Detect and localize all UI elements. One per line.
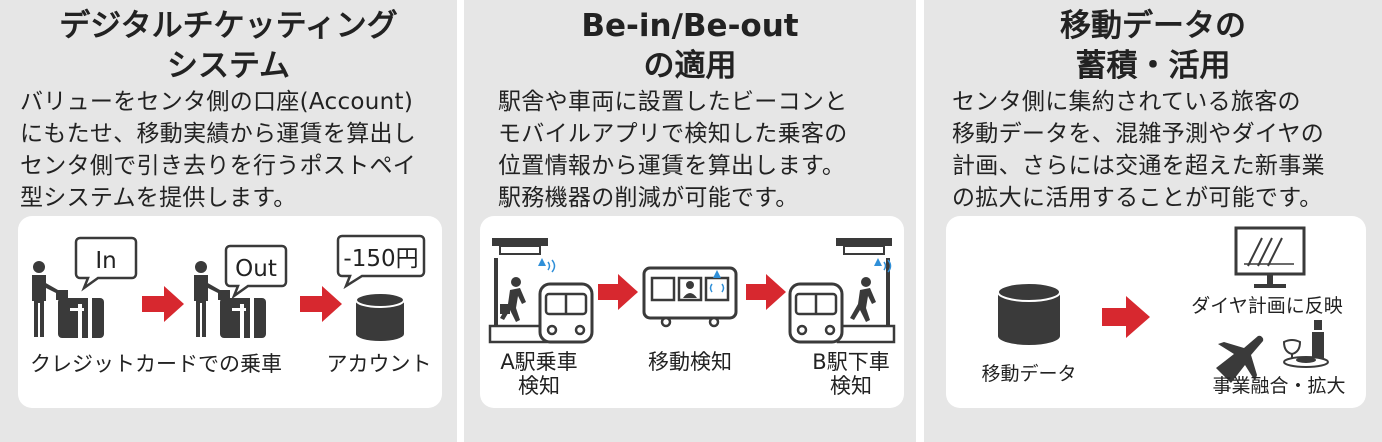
- panel-description: バリューをセンタ側の口座(Account) にもたせ、移動実績から運賃を算出し …: [20, 89, 417, 211]
- label-station-b-alighting: B駅下車 検知: [796, 350, 906, 398]
- station-boarding-icon: [488, 238, 594, 344]
- arrow-right-icon: [1102, 296, 1150, 338]
- arrow-right-icon: [746, 274, 786, 310]
- speech-bubble-in: [74, 236, 138, 292]
- panel-title-line1: Be-in/Be-out: [581, 8, 799, 44]
- panel-description: 駅舎や車両に設置したビーコンと モバイルアプリで検知した乗客の 位置情報から運賃…: [498, 89, 848, 211]
- label-movement-detection: 移動検知: [648, 350, 732, 374]
- passenger-at-gate-icon: [32, 261, 104, 338]
- speech-bubble-out: [224, 244, 288, 300]
- panel-be-in-be-out: Be-in/Be-out の適用 駅舎や車両に設置したビーコンと モバイルアプリ…: [464, 0, 916, 442]
- panel-movement-data: 移動データの 蓄積・活用 センタ側に集約されている旅客の 移動データを、混雑予測…: [924, 0, 1382, 442]
- airplane-icon: [1216, 335, 1264, 383]
- label-line2: 検知: [830, 374, 872, 398]
- label-line1: A駅乗車: [500, 350, 578, 374]
- panel-title-line2: システム: [166, 48, 291, 84]
- panel-title: デジタルチケッティング システム: [0, 6, 457, 86]
- station-alighting-icon: [788, 238, 896, 344]
- wine-dining-icon: [1282, 320, 1329, 368]
- label-credit-card-boarding: クレジットカードでの乗車: [30, 352, 282, 376]
- arrow-right-icon: [598, 274, 638, 310]
- label-line2: 検知: [518, 374, 560, 398]
- label-business-expansion: 事業融合・拡大: [1212, 375, 1346, 397]
- arrow-right-icon: [142, 286, 184, 322]
- arrow-right-icon: [300, 286, 342, 322]
- database-icon: [997, 282, 1061, 345]
- database-icon: [355, 292, 405, 341]
- panel-title-line2: の適用: [643, 48, 737, 84]
- panel-title-line1: デジタルチケッティング: [59, 8, 398, 44]
- panel-digital-ticketing: デジタルチケッティング システム バリューをセンタ側の口座(Account) に…: [0, 0, 457, 442]
- bubble-out-text: Out: [235, 256, 277, 282]
- label-timetable-planning: ダイヤ計画に反映: [1191, 295, 1343, 317]
- label-line1: B駅下車: [812, 350, 890, 374]
- label-account: アカウント: [326, 352, 432, 376]
- label-station-a-boarding: A駅乗車 検知: [484, 350, 594, 398]
- panel-title-line1: 移動データの: [1060, 8, 1246, 44]
- panel-title-line2: 蓄積・活用: [1075, 48, 1231, 84]
- bubble-amount-text: -150円: [343, 246, 419, 272]
- panel-description: センタ側に集約されている旅客の 移動データを、混雑予測やダイヤの 計画、さらには…: [952, 89, 1325, 211]
- train-car-icon: [642, 266, 738, 328]
- label-movement-data: 移動データ: [981, 363, 1077, 385]
- panel-title: 移動データの 蓄積・活用: [924, 6, 1382, 86]
- passenger-exit-gate-icon: [194, 261, 266, 338]
- illustration-card: A駅乗車 検知 移動検知 B駅下車 検知: [480, 216, 904, 408]
- timetable-monitor-icon: [1234, 226, 1306, 288]
- illustration-card: ダイヤ計画に反映 事業融合・拡大 移動データ: [946, 216, 1366, 408]
- illustration-card: In Out: [18, 216, 442, 408]
- bubble-in-text: In: [95, 248, 117, 274]
- panel-title: Be-in/Be-out の適用: [464, 6, 916, 86]
- speech-bubble-amount: [336, 234, 426, 290]
